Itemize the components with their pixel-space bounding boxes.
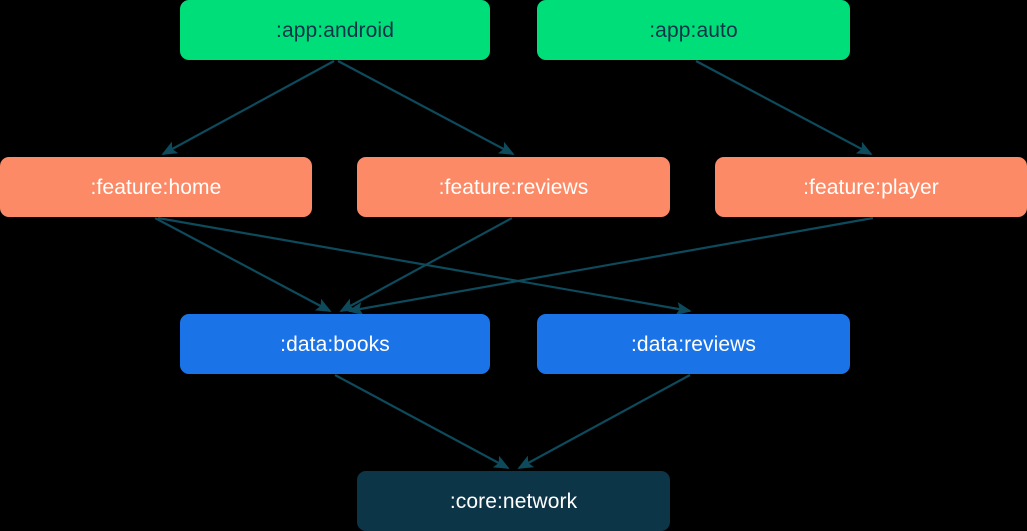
node-data-reviews[interactable]: :data:reviews	[537, 314, 850, 374]
edge-feature-home-to-data-books	[154, 217, 332, 312]
edge-app-android-to-feature-reviews	[337, 60, 515, 155]
node-core-network[interactable]: :core:network	[357, 471, 670, 531]
edge-data-reviews-to-core-network	[517, 374, 691, 469]
node-data-books[interactable]: :data:books	[180, 314, 490, 374]
edge-feature-home-to-data-reviews	[157, 216, 692, 316]
edge-app-android-to-feature-home	[161, 60, 335, 155]
node-feature-reviews[interactable]: :feature:reviews	[357, 157, 670, 217]
edge-feature-player-to-data-books	[347, 216, 874, 316]
node-app-android[interactable]: :app:android	[180, 0, 490, 60]
node-feature-player[interactable]: :feature:player	[715, 157, 1027, 217]
edge-data-books-to-core-network	[334, 374, 510, 469]
edge-app-auto-to-feature-player	[695, 60, 873, 155]
node-feature-home[interactable]: :feature:home	[0, 157, 312, 217]
edge-feature-reviews-to-data-books	[339, 217, 513, 312]
node-app-auto[interactable]: :app:auto	[537, 0, 850, 60]
